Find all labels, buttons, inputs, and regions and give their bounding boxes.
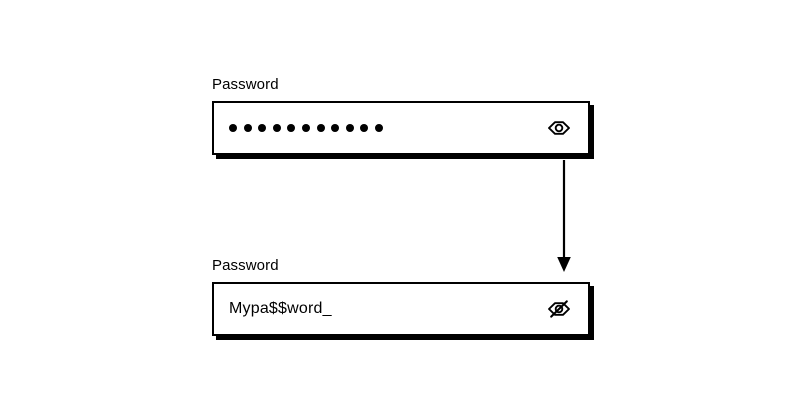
password-mask-dot — [272, 124, 281, 132]
password-value-revealed-container: Mypa$$word_ — [229, 284, 544, 334]
password-field-group-masked: Password — [212, 76, 590, 155]
password-label-masked: Password — [212, 76, 279, 93]
password-mask-dot — [345, 124, 354, 132]
password-mask-dot — [374, 124, 383, 132]
password-mask-dot — [287, 124, 296, 132]
password-mask-dot — [331, 124, 340, 132]
password-field-group-revealed: Password Mypa$$word_ — [212, 257, 590, 336]
password-mask-dots — [229, 103, 383, 153]
password-input-revealed[interactable]: Mypa$$word_ — [212, 282, 590, 336]
eye-icon[interactable] — [544, 113, 574, 143]
password-mask-dot — [243, 124, 252, 132]
password-label-revealed: Password — [212, 257, 279, 274]
password-value-masked-container — [229, 103, 544, 153]
password-plaintext-value: Mypa$$word_ — [229, 300, 332, 317]
password-mask-dot — [258, 124, 267, 132]
password-mask-dot — [360, 124, 369, 132]
password-input-masked[interactable] — [212, 101, 590, 155]
password-mask-dot — [301, 124, 310, 132]
eye-off-icon[interactable] — [544, 294, 574, 324]
password-mask-dot — [229, 124, 237, 132]
password-mask-dot — [316, 124, 325, 132]
